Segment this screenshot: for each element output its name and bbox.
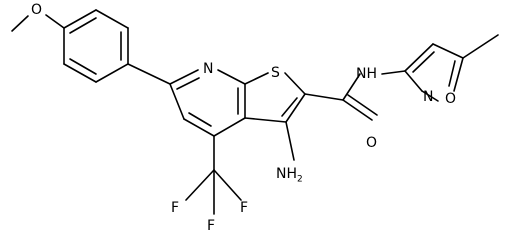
- isoxazole-methyl: [462, 34, 499, 59]
- fluorine-bottom-label: F: [207, 218, 215, 234]
- thiophene-sulfur-label: S: [271, 65, 280, 81]
- pyridine-ring: [169, 69, 246, 137]
- isoxazole-nitrogen-label: N: [423, 89, 433, 105]
- amino-group: [285, 121, 295, 161]
- aryl-pyridine-bond: [127, 63, 171, 85]
- carboxamide-group: [304, 73, 378, 121]
- amino-subscript-label: 2: [297, 175, 303, 185]
- pyridine-nitrogen-label: N: [203, 61, 213, 77]
- trifluoromethyl-group: [185, 135, 242, 215]
- methoxyphenyl-ring: [63, 9, 129, 83]
- amino-label-group: NH 2: [276, 166, 303, 185]
- isoxazole-ring: [404, 43, 464, 102]
- isoxazole-oxygen-label: O: [445, 91, 456, 107]
- fluorine-right-label: F: [240, 200, 248, 216]
- fluorine-left-label: F: [171, 200, 179, 216]
- carbonyl-oxygen-label: O: [366, 135, 377, 151]
- amide-nh-label: NH: [356, 66, 377, 82]
- amino-label: NH: [276, 166, 297, 182]
- thiophene-ring: [244, 72, 306, 123]
- amide-isoxazole-bond: [381, 70, 406, 75]
- methoxy-oxygen-label: O: [31, 2, 42, 18]
- methoxy-group: [11, 14, 65, 32]
